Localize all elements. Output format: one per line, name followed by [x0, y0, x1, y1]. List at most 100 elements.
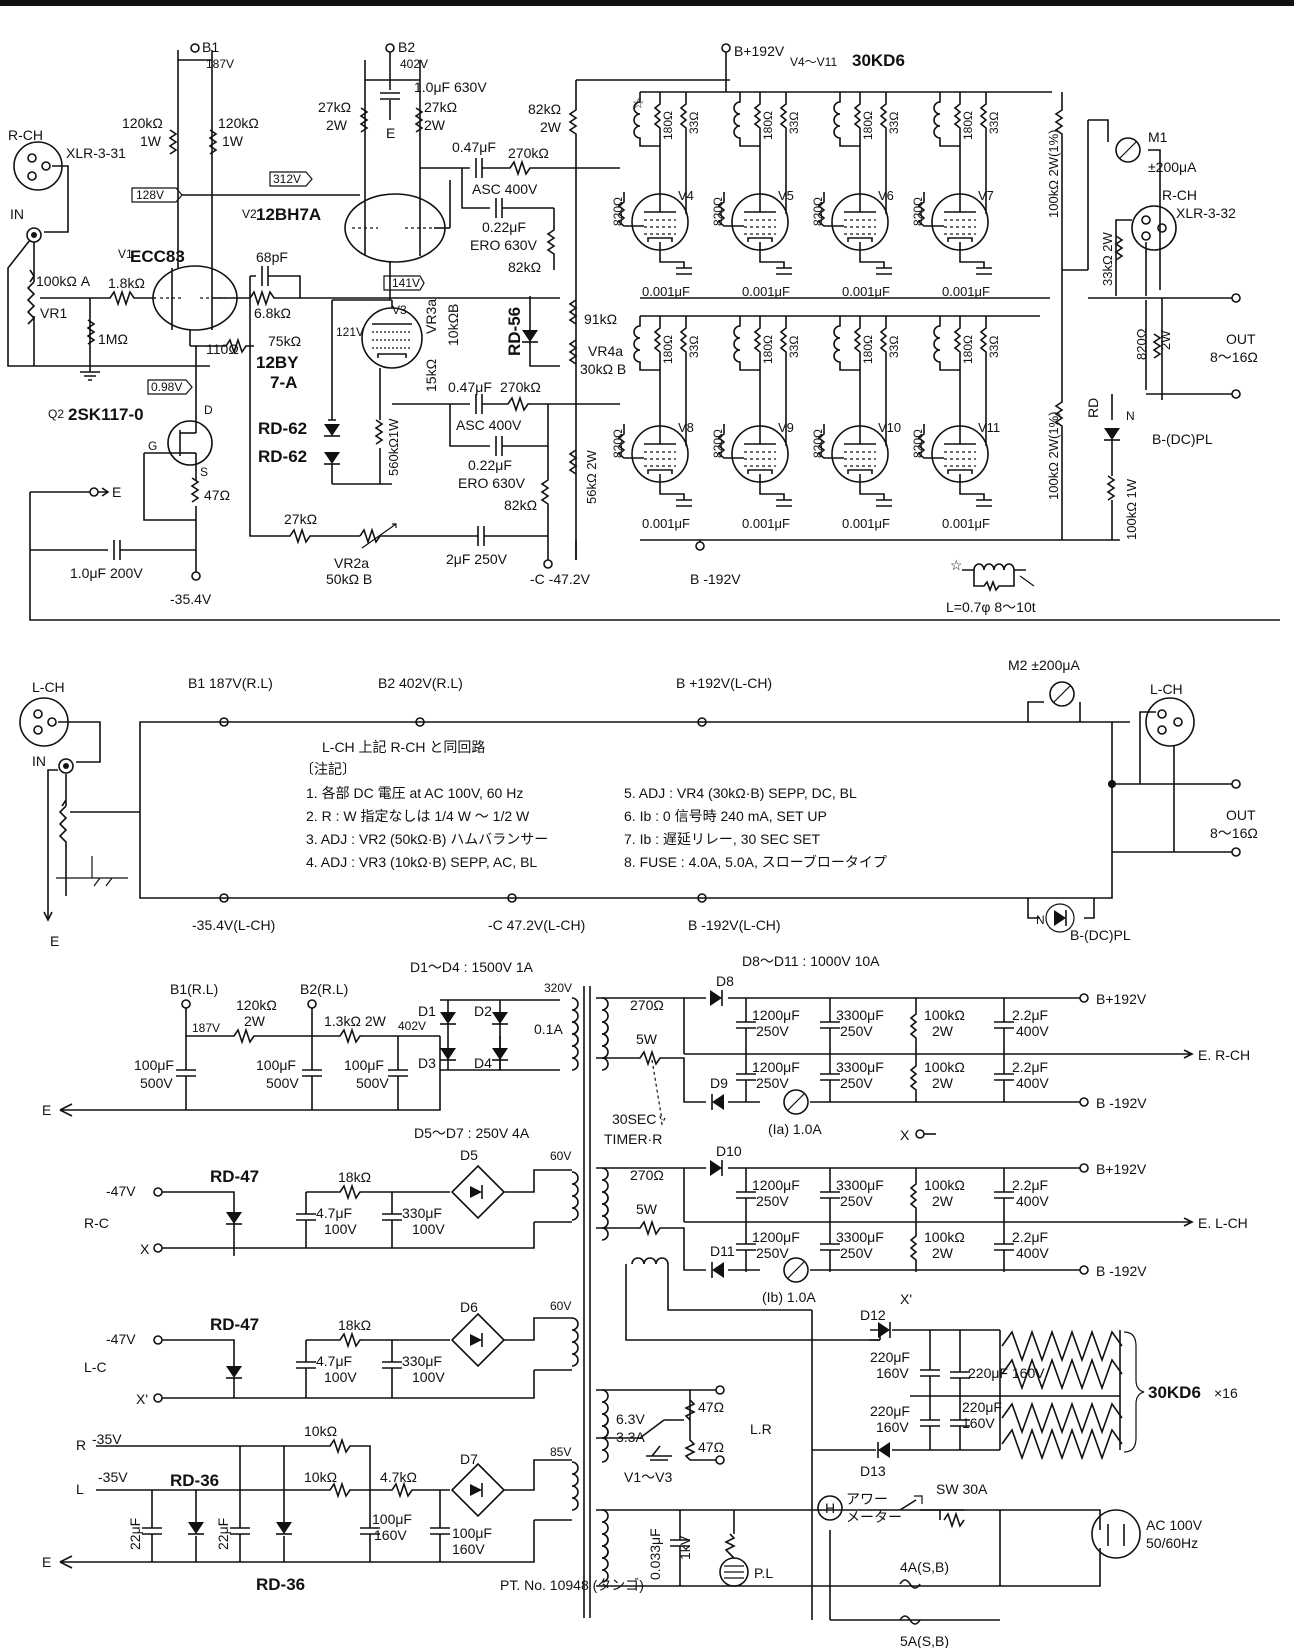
tube-ref: V10 [878, 420, 901, 435]
d9-label: D9 [710, 1075, 728, 1091]
note-4: 4. ADJ : VR3 (10kΩ·B) SEPP, AC, BL [306, 854, 537, 870]
grid-resistor [917, 192, 944, 227]
cathode-cap [759, 242, 792, 275]
c-1u630-label: 1.0μF 630V [414, 79, 487, 95]
voltage-098: 0.98V [151, 380, 182, 394]
plate-coil [633, 316, 661, 414]
pt-number: PT. No. 10948 (タンゴ) [500, 1577, 644, 1593]
timer-label-2: TIMER·R [604, 1131, 662, 1147]
kv-label: 1kV [677, 1535, 693, 1560]
ero-b-label: ERO 630V [458, 475, 526, 491]
c220c: 220μF [870, 1403, 910, 1419]
q2-drain: D [204, 403, 213, 417]
bdcpl-label: B-(DC)PL [1152, 431, 1213, 447]
lch-out-label: OUT [1226, 807, 1256, 823]
r-100k2w-a: 100kΩ 2W(1%) [1046, 130, 1061, 218]
r-82ka-label: 82kΩ [508, 259, 541, 275]
c-001-label: 0.001μF [942, 284, 990, 299]
r270b-w: 5W [636, 1201, 658, 1217]
r-56k-label: 56kΩ 2W [584, 449, 599, 504]
c22b: 22μF [215, 1518, 231, 1550]
film-cap-voltage: 400V [1016, 1023, 1049, 1039]
r27k-a: 27kΩ [318, 99, 351, 115]
r-33-label: 33Ω [787, 112, 801, 134]
cathode-cap [959, 242, 992, 275]
lch-e-label: E [50, 933, 59, 949]
plate-coil [733, 92, 761, 182]
d10-label: D10 [716, 1143, 742, 1159]
tubes16-count: ×16 [1214, 1385, 1238, 1401]
film-cap-voltage: 400V [1016, 1075, 1049, 1091]
filter-cap [820, 1054, 840, 1102]
q2-type: 2SK117-0 [68, 405, 144, 424]
d3-label: D3 [418, 1055, 436, 1071]
film-cap-value: 2.2μF [1012, 1177, 1048, 1193]
film-cap [994, 1224, 1014, 1272]
tube-ref: V4 [678, 188, 694, 203]
filter-cap-value: 1200μF [752, 1229, 800, 1245]
r-33k-label: 33kΩ 2W [1100, 231, 1115, 286]
ero-a-label: ERO 630V [470, 237, 538, 253]
tube-ref: V6 [878, 188, 894, 203]
bleeder-wattage: 2W [932, 1023, 954, 1039]
c100a-v: 500V [140, 1075, 173, 1091]
film-cap [994, 1054, 1014, 1102]
r-33-label: 33Ω [787, 336, 801, 358]
c330b-v: 100V [412, 1369, 445, 1385]
v402-label: 402V [398, 1019, 426, 1033]
r47o-a: 47Ω [698, 1399, 724, 1415]
c100a: 100μF [134, 1057, 174, 1073]
q2-ref: Q2 [48, 407, 64, 421]
lr-label: L.R [750, 1421, 772, 1437]
bus-line [640, 297, 1050, 317]
r-27k-fb-label: 27kΩ [284, 511, 317, 527]
voltage-box-312 [269, 171, 313, 187]
plate-coil [833, 316, 861, 414]
bminus-label: B -192V [690, 571, 741, 587]
plate-resistor [853, 92, 862, 146]
r-270kb-label: 270kΩ [500, 379, 541, 395]
screen-resistor [679, 316, 688, 446]
r-180-label: 180Ω [761, 335, 775, 364]
voltage-box-098 [147, 379, 193, 395]
v3-tube [332, 299, 423, 369]
fuse01-label: 0.1A [534, 1021, 563, 1037]
filter-cap-voltage: 250V [756, 1245, 789, 1261]
r-10k8-label: 10kΩB [445, 304, 461, 346]
x1-label: X [900, 1127, 910, 1143]
cathode-cap [859, 242, 892, 275]
screen-resistor [879, 316, 888, 446]
r120k-w: 2W [244, 1013, 266, 1029]
bleeder-resistor [909, 1168, 918, 1224]
voltage-141: 141V [392, 276, 420, 290]
rd62a-label: RD-62 [258, 419, 307, 438]
r-15k-label: 15kΩ [423, 359, 439, 392]
rc-label: R-C [84, 1215, 109, 1231]
r-820-label: 820Ω [811, 429, 825, 458]
d811-label: D8～D11 : 1000V 10A [742, 953, 880, 969]
q2-source: S [200, 465, 208, 479]
e2-label: E [386, 125, 395, 141]
cathode-cap [959, 474, 992, 507]
r18kb: 18kΩ [338, 1317, 371, 1333]
r-47-label: 47Ω [204, 487, 230, 503]
bm1-label: B -192V [1096, 1095, 1147, 1111]
r-180-label: 180Ω [661, 335, 675, 364]
vr1-name: VR1 [40, 305, 67, 321]
bleeder-value: 100kΩ [924, 1229, 965, 1245]
rd56-label: RD-56 [505, 307, 524, 356]
r47k: 4.7kΩ [380, 1469, 417, 1485]
rd-n-label: N [1126, 409, 1135, 423]
cathode-cap [659, 474, 692, 507]
filter-cap-value: 1200μF [752, 1007, 800, 1023]
screen-resistor [979, 92, 988, 214]
vr4-value: 30kΩ B [580, 361, 626, 377]
lch-block [19, 681, 1241, 933]
lch-vc-label: -C 47.2V(L-CH) [488, 917, 585, 933]
x2-label: X' [900, 1291, 912, 1307]
lch-in-channel: L-CH [32, 679, 65, 695]
grid-resistor [717, 424, 744, 459]
c220a-v: 160V [876, 1365, 909, 1381]
c-022b-label: 0.22μF [468, 457, 512, 473]
heater-33a: 3.3A [616, 1429, 645, 1445]
